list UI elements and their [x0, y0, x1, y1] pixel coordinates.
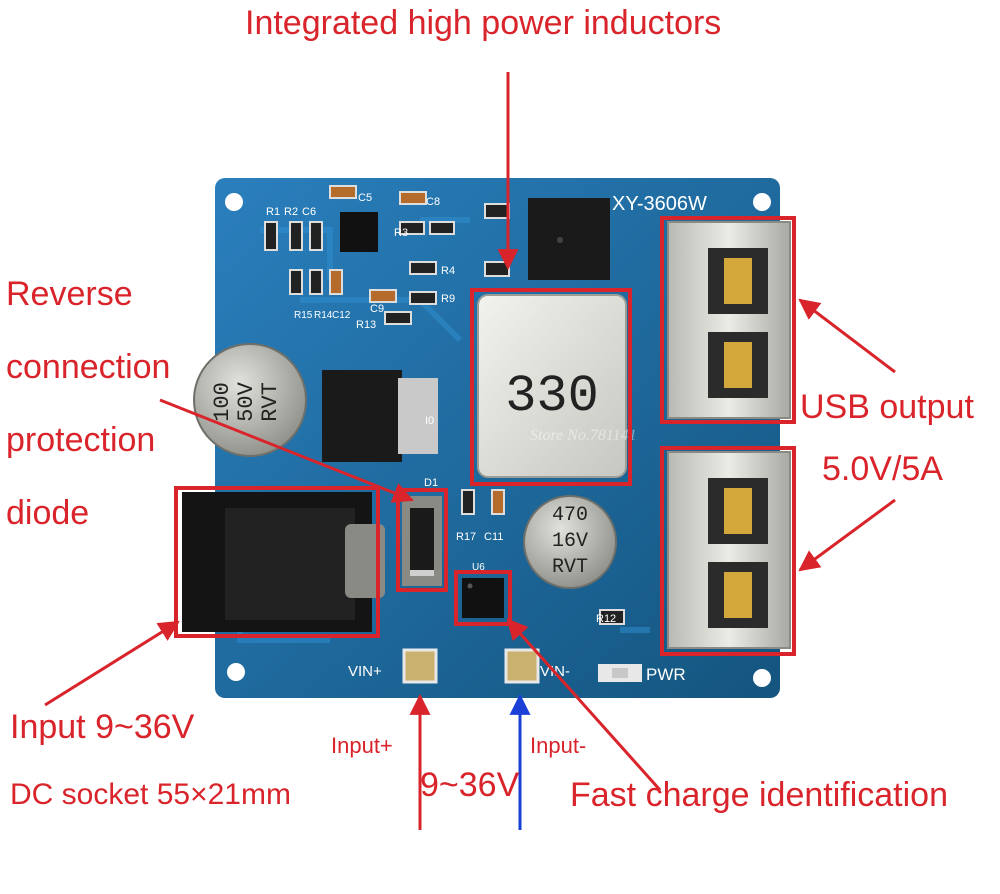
- small-cap-value-label: 470: [552, 504, 588, 527]
- label-input-minus: Input-: [530, 733, 587, 758]
- usb-port-top: [667, 221, 791, 419]
- label-reverse-1: Reverse: [6, 275, 133, 313]
- cap-value-label: 100: [210, 382, 235, 422]
- mount-hole-icon: [227, 663, 245, 681]
- silk-d1: D1: [424, 477, 438, 489]
- inductor-marking: 330: [505, 367, 599, 426]
- silk-c8: C8: [426, 196, 440, 208]
- silk-r12: R12: [596, 613, 616, 625]
- label-dc-socket: DC socket 55×21mm: [10, 778, 291, 811]
- led-lens: [612, 668, 628, 678]
- smd-components: [264, 185, 625, 625]
- inductor: 330: [477, 294, 627, 478]
- silk-i0: I0: [425, 415, 434, 427]
- silk-r3: R3: [394, 227, 408, 239]
- silk-r17: R17: [456, 531, 476, 543]
- silk-r4: R4: [441, 265, 455, 277]
- diode-highlight: [396, 488, 448, 592]
- usb-top-highlight: [660, 216, 796, 424]
- store-watermark: Store No.781141: [530, 427, 637, 444]
- silk-r15: R15: [294, 310, 313, 321]
- silk-r9: R9: [441, 293, 455, 305]
- silkscreen: XY-3606W C5 C8 R1 R2 C6 R3 R4 R9 C9 R13 …: [266, 192, 707, 684]
- label-fast-charge: Fast charge identification: [570, 776, 948, 814]
- cap-voltage-label: 50V: [234, 381, 259, 421]
- label-usb-spec: 5.0V/5A: [822, 450, 943, 488]
- label-voltage-range: 9~36V: [420, 766, 520, 804]
- label-input-voltage: Input 9~36V: [10, 708, 195, 746]
- label-reverse-3: protection: [6, 421, 156, 459]
- silk-r1: R1: [266, 206, 280, 218]
- mount-hole-icon: [753, 193, 771, 211]
- capacitor-100uf: 100 50V RVT: [193, 343, 307, 457]
- highlight-boxes: [174, 216, 796, 656]
- board-model-label: XY-3606W: [612, 193, 707, 215]
- protection-diode: [402, 496, 442, 586]
- diode-arrow: [159, 398, 414, 503]
- mount-hole-icon: [753, 669, 771, 687]
- label-inductors: Integrated high power inductors: [245, 4, 722, 42]
- usb-top-arrow: [798, 298, 896, 374]
- label-usb-output: USB output: [800, 388, 974, 426]
- usb-bottom-highlight: [660, 446, 796, 656]
- label-input-plus: Input+: [331, 733, 393, 758]
- silk-r2: R2: [284, 206, 298, 218]
- silk-c5: C5: [358, 192, 372, 204]
- silk-r14: R14: [314, 310, 333, 321]
- dc-socket-arrow: [44, 620, 180, 707]
- fast-charge-arrow: [506, 618, 662, 791]
- silk-pwr: PWR: [646, 665, 686, 684]
- silk-c6: C6: [302, 206, 316, 218]
- silk-c11: C11: [484, 531, 503, 543]
- mount-hole-icon: [225, 193, 243, 211]
- label-reverse-2: connection: [6, 348, 171, 386]
- usb-bottom-arrow: [798, 498, 896, 572]
- small-cap-voltage-label: 16V: [552, 530, 588, 553]
- label-reverse-4: diode: [6, 494, 90, 532]
- capacitor-470uf: 470 16V RVT: [523, 495, 617, 589]
- small-cap-brand-label: RVT: [552, 556, 588, 579]
- inductor-highlight: [470, 288, 632, 486]
- dc-socket: [182, 492, 385, 632]
- silk-vin-plus: VIN+: [348, 663, 382, 680]
- dc-socket-highlight: [174, 486, 380, 638]
- usb-port-bottom: [667, 451, 791, 649]
- silk-r13: R13: [356, 319, 376, 331]
- vin-minus-pad: [504, 648, 540, 684]
- vin-plus-pad: [402, 648, 438, 684]
- fast-charge-ic: [462, 578, 504, 618]
- cap-brand-label: RVT: [258, 382, 283, 422]
- silk-u6: U6: [472, 562, 485, 573]
- ic-highlight: [454, 570, 512, 626]
- annotation-arrows: [44, 72, 896, 830]
- silk-c9: C9: [370, 303, 384, 315]
- silk-c12: C12: [332, 310, 351, 321]
